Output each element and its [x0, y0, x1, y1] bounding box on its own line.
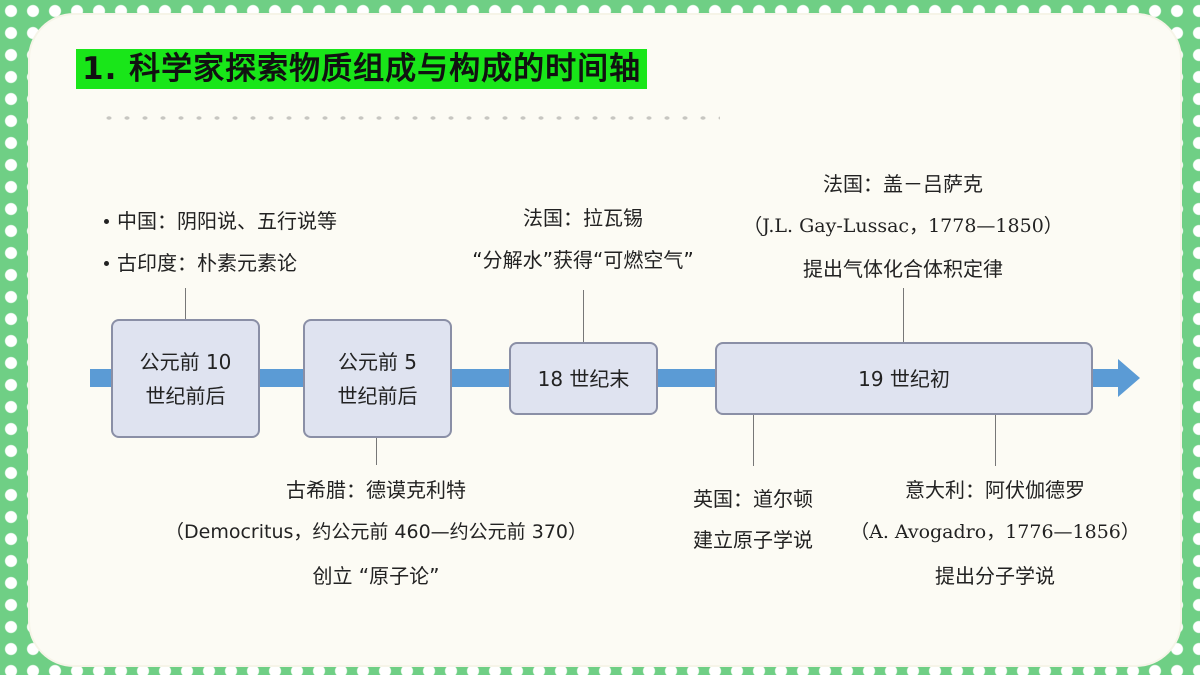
note-democritus-line3: 创立 “原子论”: [312, 564, 440, 588]
connector-early: [185, 288, 186, 320]
note-democritus-line1: 古希腊：德谟克利特: [286, 478, 466, 502]
note-avogadro-line3: 提出分子学说: [935, 564, 1055, 588]
note-early-item: 中国：阴阳说、五行说等: [104, 200, 337, 242]
box-label-line1: 公元前 10: [139, 349, 232, 374]
connector-gaylussac: [903, 288, 904, 342]
note-avogadro-line2: （A. Avogadro，1776—1856）: [850, 521, 1140, 543]
note-lavoisier-line2: “分解水”获得“可燃空气”: [472, 248, 694, 272]
timeline-box-5th-century-bc: 公元前 5 世纪前后: [303, 319, 452, 438]
connector-greece: [376, 437, 377, 465]
note-gaylussac-line2: （J.L. Gay-Lussac，1778—1850）: [743, 215, 1063, 237]
box-label-line2: 世纪前后: [337, 383, 418, 408]
box-label-line2: 世纪前后: [145, 383, 226, 408]
box-label-line1: 18 世纪末: [537, 366, 630, 391]
box-label-line1: 19 世纪初: [858, 366, 950, 391]
note-avogadro-line1: 意大利：阿伏伽德罗: [905, 478, 1085, 502]
note-lavoisier-line1: 法国：拉瓦锡: [523, 206, 643, 230]
box-label-line1: 公元前 5: [337, 349, 418, 374]
note-early: 中国：阴阳说、五行说等 古印度：朴素元素论: [104, 200, 337, 284]
bullet-icon: [104, 218, 109, 224]
bullet-icon: [104, 260, 109, 266]
slide-title: 1. 科学家探索物质组成与构成的时间轴: [76, 49, 648, 89]
note-dalton-line1: 英国：道尔顿: [693, 487, 813, 511]
note-dalton-line2: 建立原子学说: [693, 528, 813, 552]
timeline-box-10th-century-bc: 公元前 10 世纪前后: [111, 319, 260, 438]
note-early-text: 中国：阴阳说、五行说等: [117, 209, 337, 233]
connector-lavoisier: [583, 290, 584, 343]
note-early-item: 古印度：朴素元素论: [104, 242, 337, 284]
note-democritus-line2: （Democritus，约公元前 460—约公元前 370）: [165, 521, 587, 543]
connector-dalton: [753, 414, 754, 466]
connector-avogadro: [995, 414, 996, 466]
note-gaylussac-line1: 法国：盖－吕萨克: [823, 172, 983, 196]
note-gaylussac-line3: 提出气体化合体积定律: [803, 257, 1003, 281]
timeline-box-late-18th-century: 18 世纪末: [509, 342, 658, 415]
timeline-arrow-head: [1118, 359, 1140, 397]
faint-background-text: [100, 112, 720, 126]
timeline-box-early-19th-century: 19 世纪初: [715, 342, 1093, 415]
note-early-text: 古印度：朴素元素论: [117, 251, 297, 275]
